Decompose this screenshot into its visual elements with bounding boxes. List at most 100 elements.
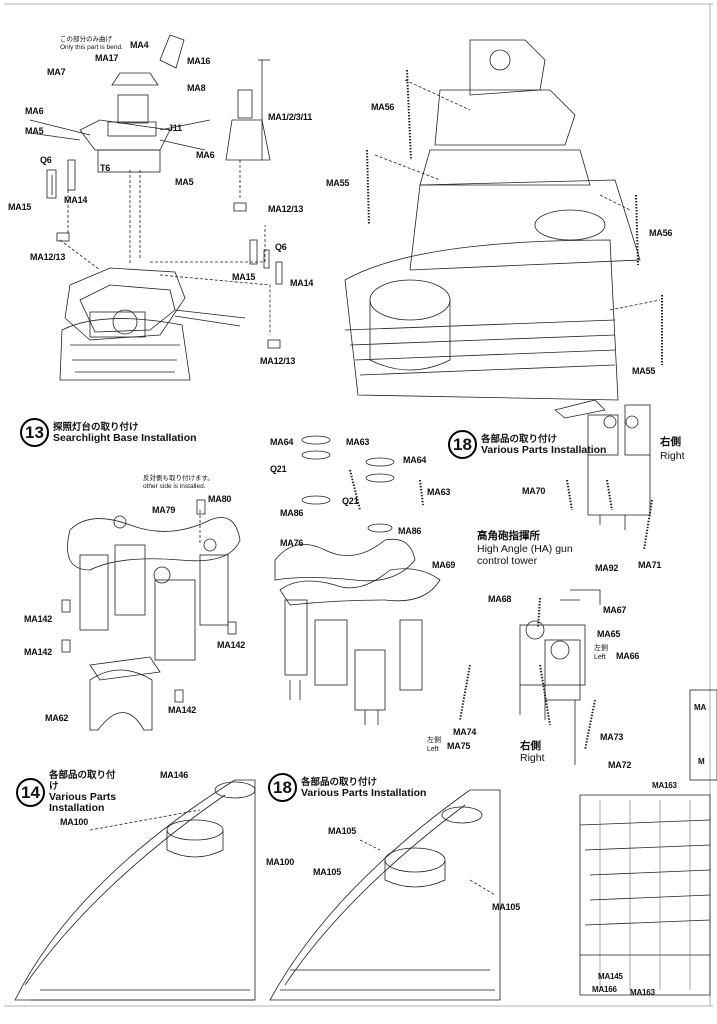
step-title-en: Various Parts Installation <box>301 786 427 799</box>
step-title-en: Various Parts Installation <box>481 443 607 456</box>
part-label: MA6 <box>25 106 44 116</box>
part-label: MA15 <box>8 202 32 212</box>
part-label: Q6 <box>40 155 52 165</box>
left-label-en: Left <box>594 654 606 661</box>
bow-drawing-b <box>269 789 501 1001</box>
mast-base-drawing <box>56 225 271 381</box>
part-label: Q6 <box>275 242 287 252</box>
part-label: MA92 <box>595 563 619 573</box>
part-label: MA72 <box>608 760 632 770</box>
step-14-header: 14 各部品の取り付け Various Parts Installation <box>16 770 119 814</box>
part-label: MA74 <box>453 727 477 737</box>
part-label: MA64 <box>403 455 427 465</box>
part-label: MA65 <box>597 629 621 639</box>
left-label-2-jp: 左側 <box>427 737 441 744</box>
searchlight-base-drawing <box>61 499 241 731</box>
part-label: MA56 <box>649 228 673 238</box>
part-label: J11 <box>168 123 182 133</box>
part-label: MA63 <box>427 487 451 497</box>
part-label: MA163 <box>630 988 655 997</box>
part-label: MA14 <box>290 278 314 288</box>
step-title-jp: 各部品の取り付け <box>481 433 558 445</box>
part-label: MA66 <box>616 651 640 661</box>
part-label: MA68 <box>488 594 512 604</box>
part-label: MA12/13 <box>260 356 296 366</box>
part-label: MA142 <box>24 647 53 657</box>
part-label: MA16 <box>187 56 211 66</box>
part-label: Q21 <box>342 496 359 506</box>
part-label: MA14 <box>64 195 88 205</box>
step-number: 14 <box>16 777 45 807</box>
left-label-2-en: Left <box>427 746 439 753</box>
part-label: MA55 <box>632 366 656 376</box>
part-label: MA86 <box>398 526 422 536</box>
part-label: MA62 <box>45 713 69 723</box>
part-label: MA <box>694 703 707 712</box>
right-label-en: Right <box>660 450 685 462</box>
part-label: MA100 <box>266 857 295 867</box>
other-side-note-jp: 反対側も取り付けます。 <box>143 475 214 482</box>
left-label-jp: 左側 <box>594 645 608 652</box>
step-title-jp: 各部品の取り付け <box>49 770 116 792</box>
bow-drawing-a <box>14 779 256 1001</box>
part-label: MA105 <box>492 902 521 912</box>
step-18-header-b: 18 各部品の取り付け Various Parts Installation <box>268 773 426 802</box>
part-label: MA7 <box>47 67 66 77</box>
part-label: MA8 <box>187 83 206 93</box>
part-label: MA5 <box>175 177 194 187</box>
part-label: MA56 <box>371 102 395 112</box>
right-label-2-jp: 右側 <box>520 740 541 752</box>
part-label: MA63 <box>346 437 370 447</box>
platforms-drawing <box>274 435 441 725</box>
part-label: MA105 <box>328 826 357 836</box>
step-title-jp: 探照灯台の取り付け <box>53 421 139 433</box>
part-label: MA100 <box>60 817 89 827</box>
step-18-header-a: 18 各部品の取り付け Various Parts Installation <box>448 430 606 459</box>
step-13-header: 13 探照灯台の取り付け Searchlight Base Installati… <box>20 418 197 447</box>
bend-note-jp: この部分のみ曲げ <box>60 36 112 43</box>
part-label: MA71 <box>638 560 662 570</box>
part-label: MA6 <box>196 150 215 160</box>
part-label: MA12/13 <box>30 252 66 262</box>
part-label: MA86 <box>280 508 304 518</box>
ha-tower-drawing <box>459 399 653 765</box>
mast-top-drawing <box>29 34 211 265</box>
part-label: MA105 <box>313 867 342 877</box>
part-label: MA17 <box>95 53 119 63</box>
part-label: MA163 <box>652 781 677 790</box>
step-title-jp: 各部品の取り付け <box>301 776 378 788</box>
hull-detail-drawing <box>579 689 717 996</box>
part-label: MA145 <box>598 972 623 981</box>
step-number: 13 <box>20 418 49 447</box>
part-label: MA142 <box>217 640 246 650</box>
part-label: MA55 <box>326 178 350 188</box>
ha-tower-label-en: High Angle (HA) gun control tower <box>477 543 573 567</box>
part-label: MA73 <box>600 732 624 742</box>
step-title-en: Various Parts Installation <box>49 791 117 814</box>
right-label-2-en: Right <box>520 752 545 764</box>
part-label: MA64 <box>270 437 294 447</box>
step-number: 18 <box>268 773 297 802</box>
part-label: MA76 <box>280 538 304 548</box>
part-label: MA75 <box>447 741 471 751</box>
part-label: MA5 <box>25 126 44 136</box>
part-label: MA142 <box>168 705 197 715</box>
part-label: MA12/13 <box>268 204 304 214</box>
step-title-en: Searchlight Base Installation <box>53 431 197 444</box>
part-label: MA79 <box>152 505 176 515</box>
part-label: MA80 <box>208 494 232 504</box>
part-label: MA146 <box>160 770 189 780</box>
bend-note-en: Only this part is bend. <box>60 44 123 51</box>
part-label: MA70 <box>522 486 546 496</box>
part-label: MA1/2/3/11 <box>268 112 313 122</box>
superstructure-drawing <box>344 39 663 401</box>
part-label: MA69 <box>432 560 456 570</box>
part-label: T6 <box>100 163 111 173</box>
ha-tower-label-jp: 高角砲指揮所 <box>477 530 540 542</box>
part-label: Q21 <box>270 464 287 474</box>
part-label: MA4 <box>130 40 149 50</box>
tripod-drawing <box>225 59 283 349</box>
part-label: MA166 <box>592 985 617 994</box>
